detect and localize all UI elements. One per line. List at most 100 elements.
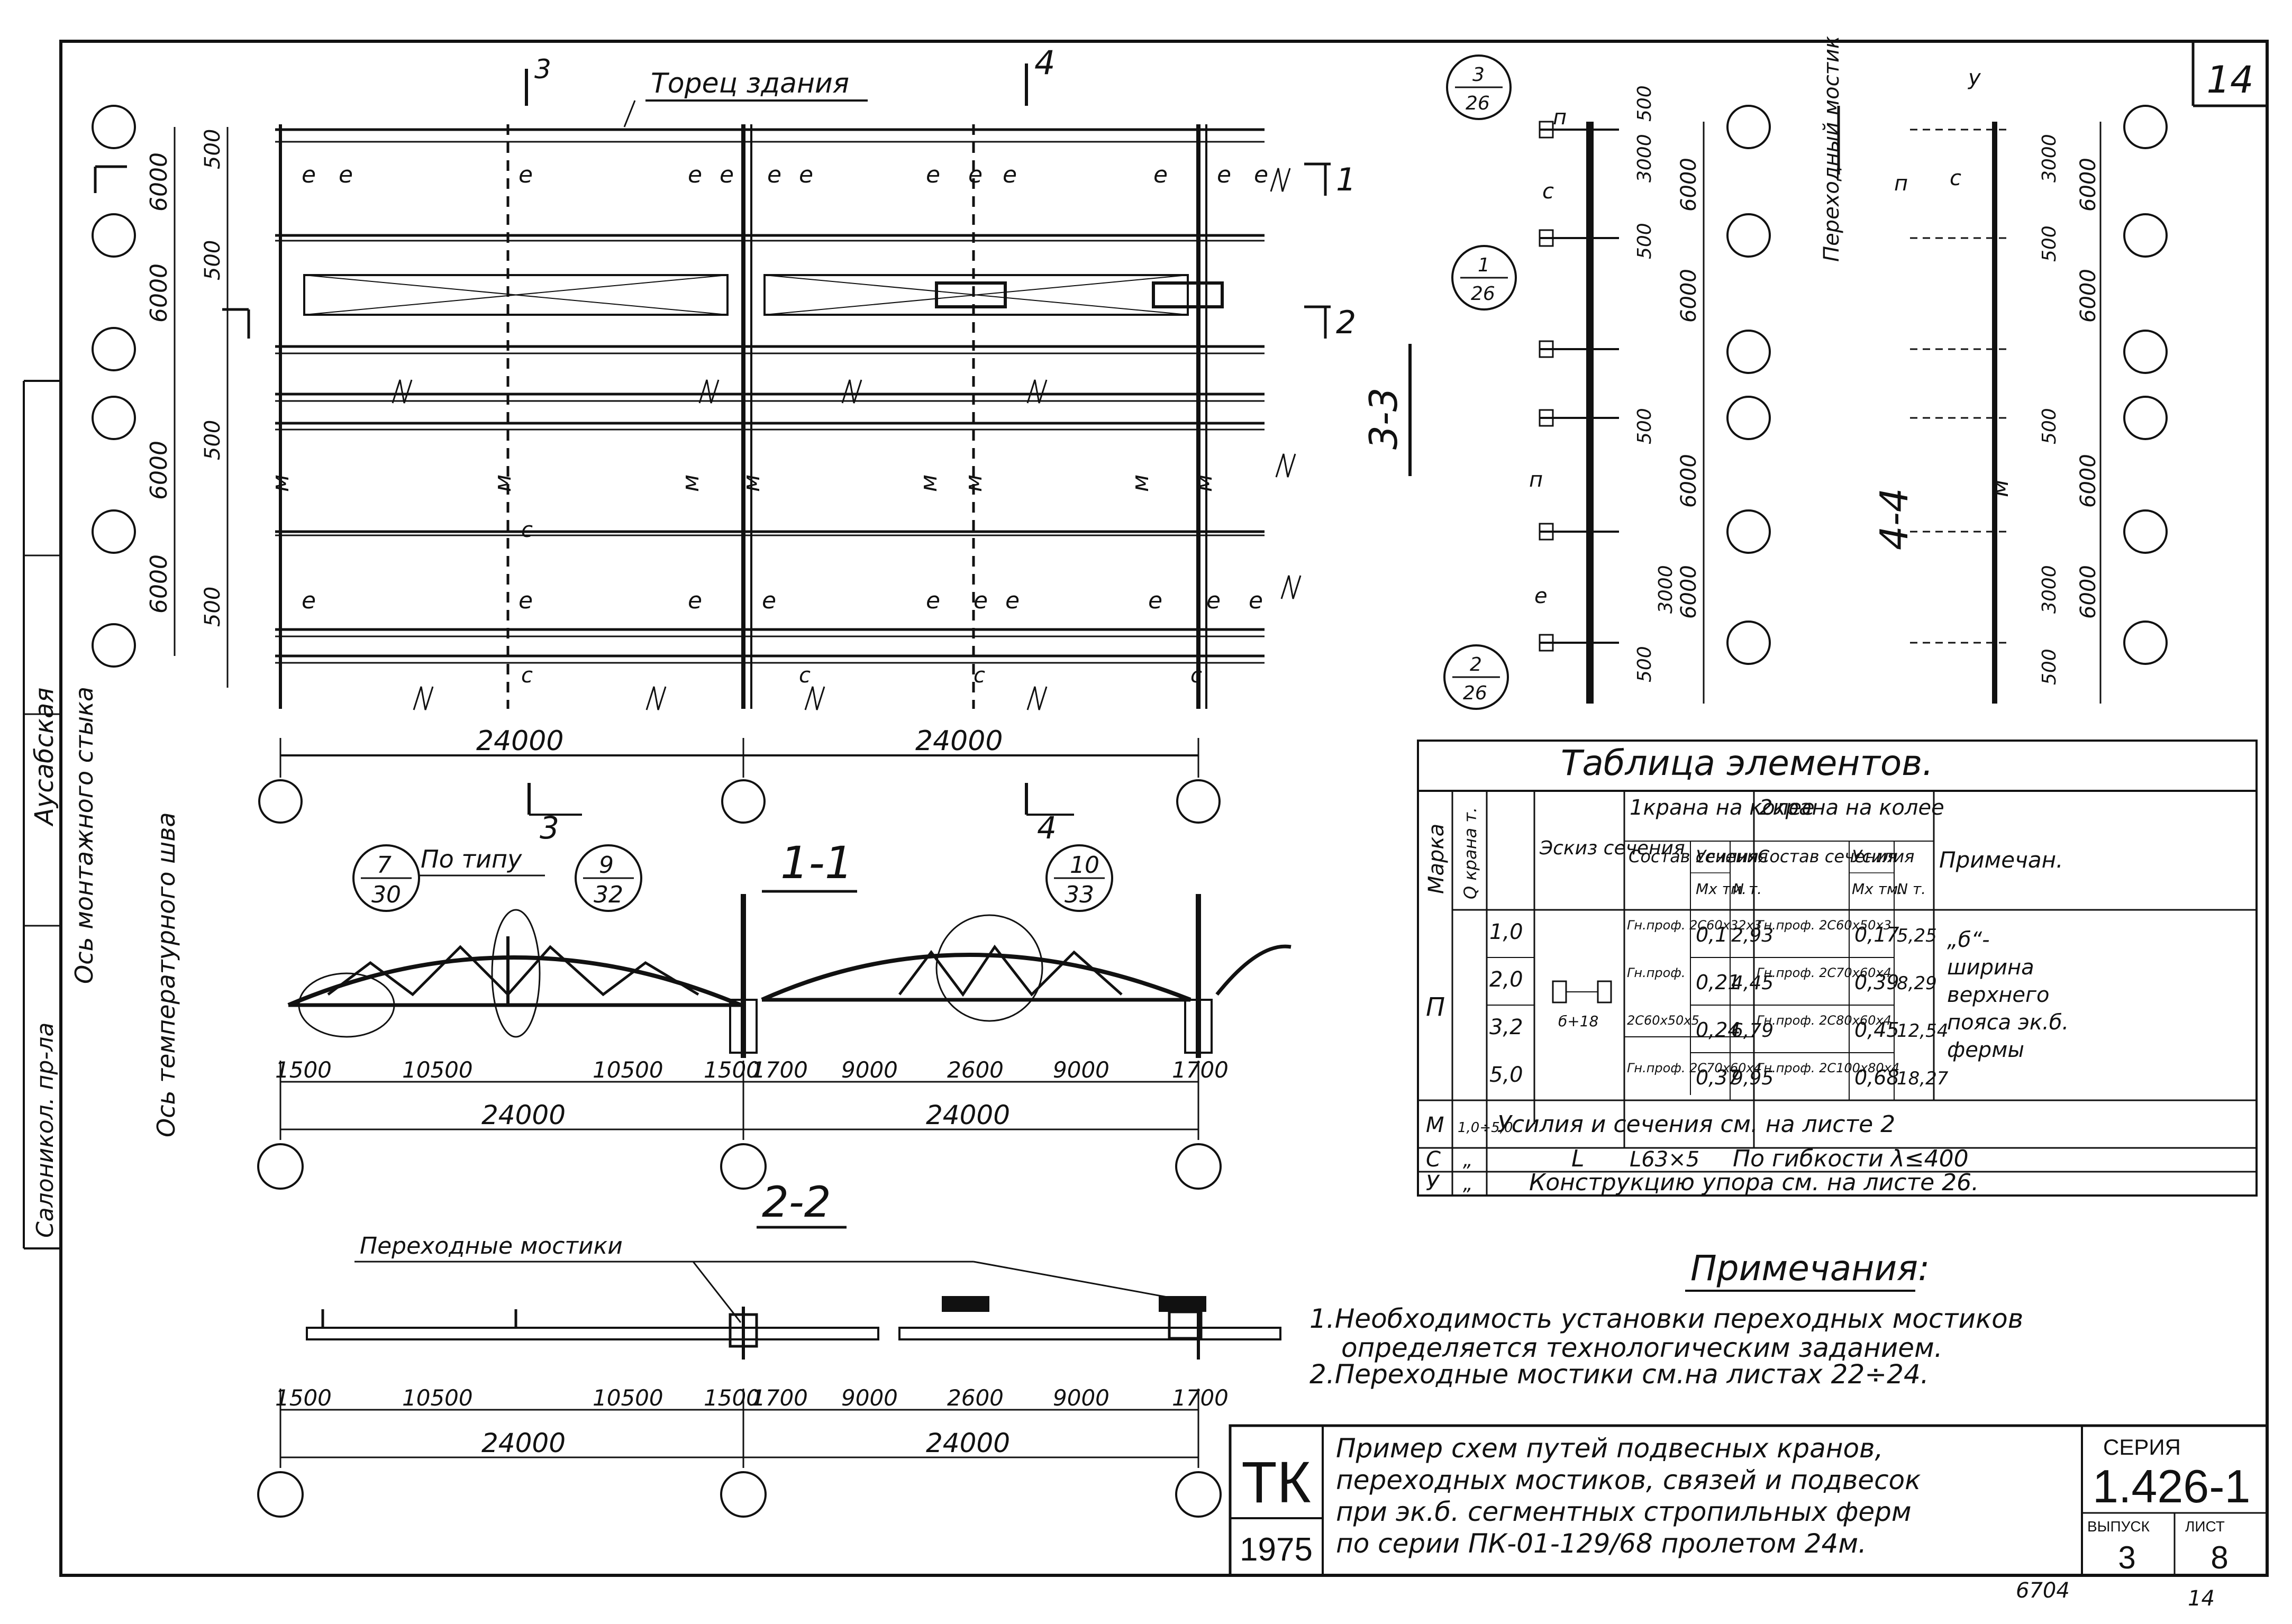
plan-label-e-14: e	[519, 587, 533, 614]
s44-dim-500-0: 500	[2039, 225, 2060, 262]
s44-label-u: у	[1968, 66, 1981, 90]
plan-dim-500-3: 500	[201, 587, 225, 627]
section-2-2-title: 2-2	[762, 1178, 831, 1227]
s33-callout-den-2: 26	[1463, 682, 1487, 704]
bottom-number-2: 14	[2188, 1586, 2215, 1611]
s11-dim-4: 1700	[751, 1057, 808, 1083]
s33-axis-4	[1726, 509, 1771, 554]
s22-span-1: 24000	[481, 1428, 566, 1458]
s33-axis-3	[1726, 396, 1771, 440]
s11-dim-3: 1500	[704, 1057, 760, 1083]
s44-dim-3000-1: 3000	[2039, 565, 2060, 614]
s22-axis-1	[720, 1471, 767, 1518]
row-mx1-3: 0,37	[1696, 1066, 1741, 1089]
s33-callout-num-0: 3	[1472, 64, 1485, 86]
s33-axis-5	[1726, 621, 1771, 665]
corner-sheet-number: 14	[2206, 58, 2253, 102]
stamp-text-1: Аусабская	[30, 688, 59, 827]
break-mark-7	[392, 379, 413, 404]
note-1b: определяется технологическим заданием.	[1341, 1333, 1943, 1363]
s44-dim-6000-0: 6000	[2076, 158, 2100, 212]
s44-dim-6000-3: 6000	[2076, 565, 2100, 619]
s44-axis-0	[2123, 105, 2168, 149]
row-q-1: 2,0	[1489, 968, 1523, 992]
s11-dim-1: 10500	[402, 1057, 473, 1083]
plan-label-e-2: e	[519, 161, 533, 188]
s11-dim-7: 9000	[1053, 1057, 1109, 1083]
s33-callout-num-1: 1	[1478, 254, 1490, 276]
plan-label-e-13: e	[302, 587, 316, 614]
s22-dim-3: 1500	[704, 1385, 760, 1411]
series-value: 1.426-1	[2093, 1460, 2250, 1512]
section-3-3: 3-3 600060006000600050050050050030003000…	[1361, 54, 1771, 710]
section-4-4-title: 4-4	[1872, 488, 1916, 550]
row-c2-1: Гн.проф. 2С70х60х4	[1757, 965, 1891, 980]
bottom-number: 6704	[2016, 1579, 2070, 1603]
plan-label-e-22: e	[1249, 587, 1263, 614]
plan-label-e-8: e	[968, 161, 983, 188]
row-s-sketch: L	[1571, 1145, 1585, 1172]
plan-label-e-4: e	[720, 161, 734, 188]
row-n2-3: 18,27	[1897, 1068, 1949, 1089]
hdr-crane: Q крана т.	[1460, 807, 1480, 899]
plan-label-e-19: e	[1005, 587, 1020, 614]
plan-span-2: 24000	[915, 725, 1003, 757]
year: 1975	[1240, 1531, 1313, 1568]
plan-label-e-16: e	[762, 587, 776, 614]
row-mx2-1: 0,39	[1854, 971, 1899, 994]
break-mark-6	[1026, 686, 1048, 710]
row-n2-0: 5,25	[1897, 925, 1937, 946]
desc-line-3: при эк.б. сегментных стропильных ферм	[1336, 1497, 1912, 1527]
plan-label-m-1: м	[489, 475, 516, 492]
s11-dim-5: 9000	[841, 1057, 898, 1083]
s22-dim-4: 1700	[751, 1385, 808, 1411]
hdr-note: Примечан.	[1939, 847, 2063, 873]
section-mark-3-bottom: 3	[540, 810, 559, 846]
row-mx1-0: 0,1	[1696, 923, 1727, 946]
s33-hanger-0	[1539, 121, 1554, 139]
s11-callout-den-0: 30	[371, 881, 401, 908]
plan-label-m-2: м	[677, 475, 704, 492]
s33-label-p2: п	[1529, 468, 1543, 492]
row-c2-0: Гн.проф. 2С60х50х3	[1757, 918, 1891, 933]
elements-table: Таблица элементов. Марка Q крана т. Эски…	[1417, 740, 2258, 1197]
plan-label-m-5: м	[960, 475, 987, 492]
row-u-q: „	[1463, 1173, 1473, 1195]
hdr-forces-2: Усилия	[1852, 846, 1914, 866]
section-mark-4-bottom: 4	[1037, 810, 1057, 846]
axis-joint-label: Ось монтажного стыка	[70, 687, 98, 984]
break-mark-5	[804, 686, 825, 710]
s33-dim-6000-3: 6000	[1677, 565, 1701, 619]
plan-dim-6000-3: 6000	[145, 554, 172, 614]
note-text-1: ширина	[1947, 955, 2034, 980]
s33-callout-circle-2	[1443, 644, 1509, 710]
s44-axis-1	[2123, 213, 2168, 258]
s33-dim-500-1: 500	[1634, 223, 1656, 259]
hdr-sketch: Эскиз сечения	[1539, 837, 1685, 859]
hdr-forces-1: Усилия	[1696, 846, 1758, 866]
plan-label-m-6: м	[1127, 475, 1154, 492]
s33-label-e: е	[1534, 584, 1548, 608]
s33-dim-3000-0: 3000	[1634, 134, 1656, 183]
row-n2-2: 12,54	[1897, 1020, 1948, 1042]
hdr-n-1: N т.	[1733, 880, 1762, 898]
row-mx1-1: 0,21	[1696, 971, 1741, 994]
row-u-text: Конструкцию упора см. на листе 26.	[1529, 1169, 1979, 1196]
row-q-0: 1,0	[1489, 920, 1523, 944]
s11-callout-circle-0	[352, 844, 420, 912]
row-c1-2: 2С60х50х5	[1627, 1013, 1699, 1028]
hdr-comp-2: Состав сечения	[1758, 846, 1897, 866]
desc-line-2: переходных мостиков, связей и подвесок	[1336, 1465, 1921, 1495]
note-text-0: „б“-	[1947, 928, 1990, 952]
s33-dim-3000-1: 3000	[1655, 565, 1677, 614]
s33-callout-circle-0	[1446, 54, 1512, 120]
plan-view: Торец здания 24000 24000 3 4	[92, 43, 1356, 846]
plan-span-1: 24000	[476, 725, 563, 757]
break-mark-4	[645, 686, 667, 710]
plan-axis-bottom-1	[721, 779, 766, 824]
sheet-value: 8	[2211, 1540, 2228, 1575]
s22-axis-2	[1175, 1471, 1222, 1518]
plan-dim-6000-1: 6000	[145, 263, 172, 323]
s33-axis-1	[1726, 213, 1771, 258]
